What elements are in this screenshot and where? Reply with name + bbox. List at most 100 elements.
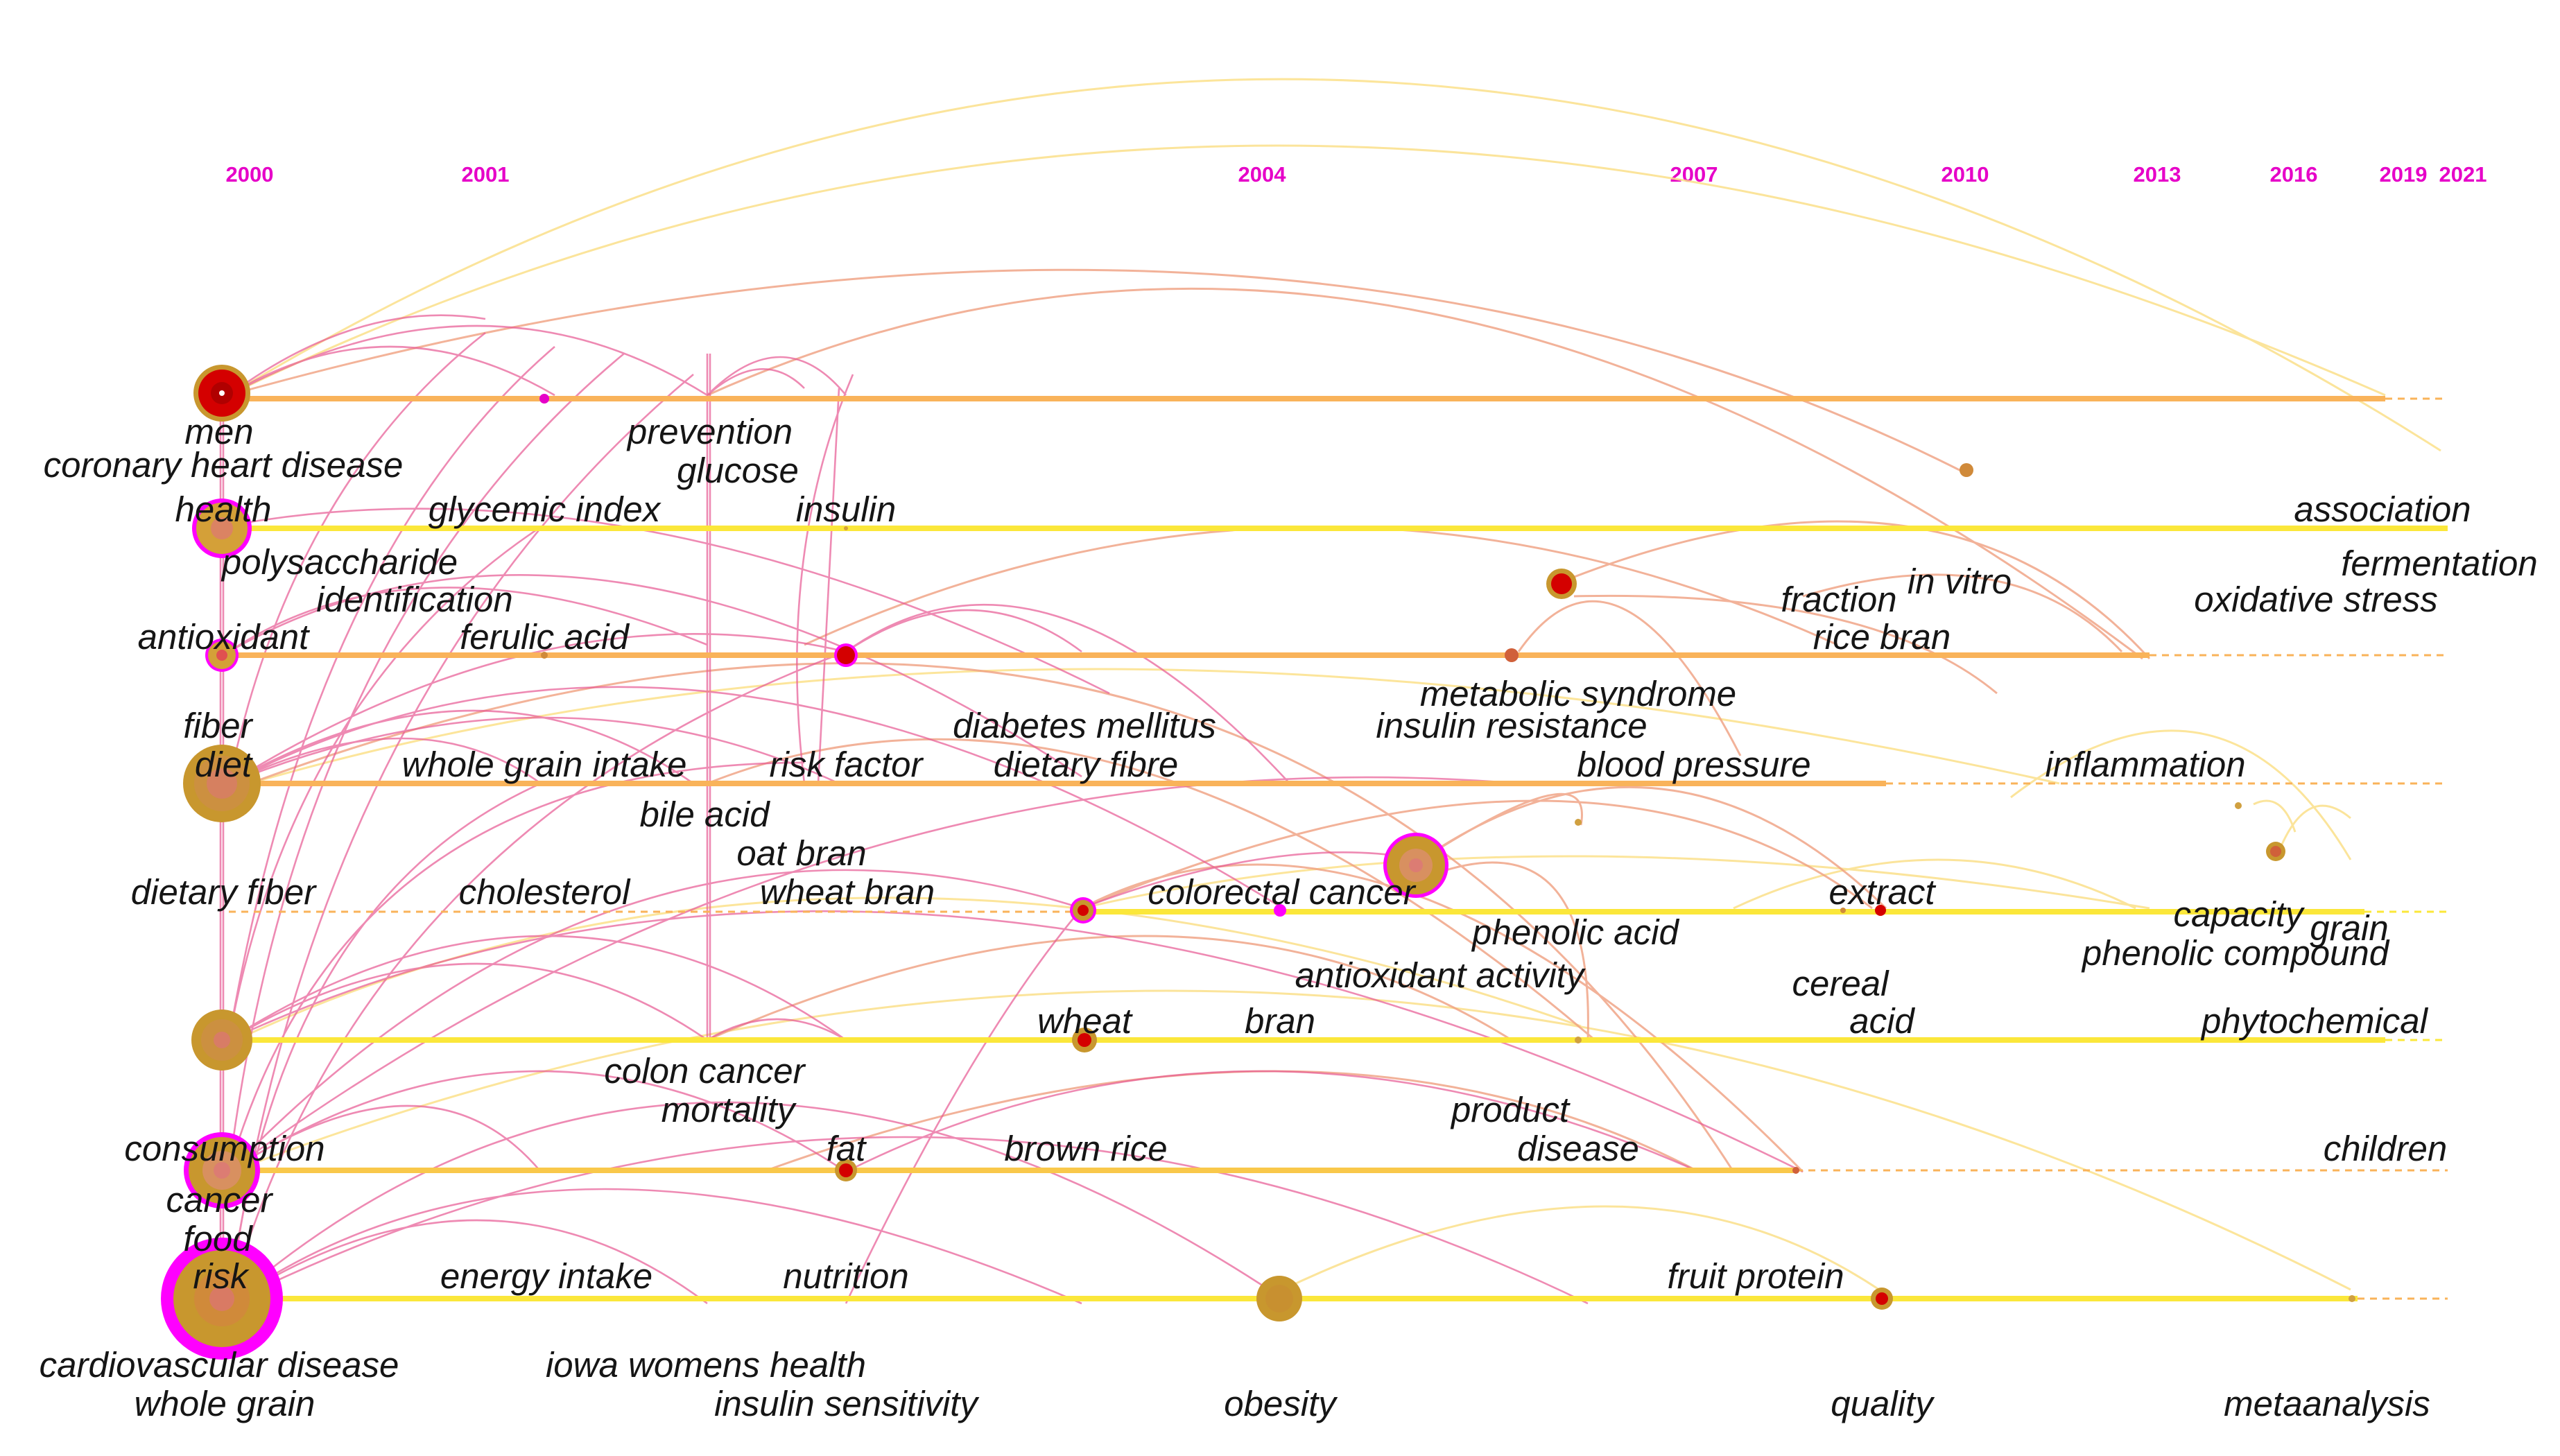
arcs-yellow (228, 78, 2441, 1291)
year-label: 2004 (1238, 162, 1287, 187)
connection-arc (249, 662, 1735, 1172)
keyword-label: insulin (796, 489, 897, 529)
connection-arc (228, 686, 1283, 910)
node-small (1840, 908, 1846, 913)
keyword-label: phenolic acid (1471, 912, 1679, 952)
node-ferulic-acid (541, 652, 548, 659)
keyword-label: cardiovascular disease (40, 1345, 399, 1385)
connection-arc (2253, 799, 2297, 833)
keyword-label: glucose (677, 451, 799, 490)
keyword-label: diabetes mellitus (953, 706, 1216, 745)
connection-arc (1517, 600, 1742, 756)
connection-arc (228, 910, 1804, 1173)
keyword-nodes (161, 365, 2355, 1360)
connection-arc (227, 331, 486, 784)
keyword-label: whole grain intake (401, 745, 686, 784)
keyword-label: phytochemical (2200, 1001, 2429, 1041)
connection-arc (228, 935, 847, 1041)
connection-arc (249, 668, 2060, 785)
connection-arc (228, 1070, 847, 1173)
connection-arc (228, 1101, 1290, 1305)
connection-arc (707, 935, 1512, 1041)
connection-arc (1559, 520, 2151, 660)
connection-arc (228, 268, 1963, 473)
keyword-label: glycemic index (429, 489, 661, 529)
keyword-label: inflammation (2045, 745, 2245, 784)
timeline-bands (229, 396, 2448, 1301)
year-label: 2001 (462, 162, 510, 187)
connection-arc (227, 346, 555, 1041)
keyword-label: bile acid (639, 795, 770, 834)
keyword-label: disease (1517, 1129, 1639, 1168)
keyword-label: rice bran (1813, 617, 1951, 657)
node-small (2349, 1295, 2355, 1302)
keyword-label: dietary fibre (994, 745, 1178, 784)
keyword-label: quality (1831, 1384, 1935, 1423)
node-metabolic-syndrome (1505, 648, 1519, 662)
keyword-label: ferulic acid (460, 617, 630, 657)
connection-arc (1081, 855, 2150, 910)
keyword-label: colorectal cancer (1148, 872, 1417, 912)
node-small (1575, 819, 1582, 826)
connection-arc (228, 314, 486, 397)
connection-arc (1573, 594, 1998, 695)
keyword-label: oat bran (736, 833, 866, 873)
keyword-label: metaanalysis (2224, 1384, 2430, 1423)
connection-arc (228, 1219, 708, 1305)
year-axis: 2000 2001 2004 2007 2010 2013 2016 2019 … (226, 162, 2487, 187)
connection-arc (228, 1188, 1082, 1305)
connection-arc (1435, 861, 1589, 1041)
connection-arc (228, 1136, 1589, 1305)
keyword-label: iowa womens health (546, 1345, 866, 1385)
keyword-label: product (1450, 1090, 1571, 1129)
connection-arc (817, 388, 840, 784)
keyword-label: wheat (1037, 1001, 1133, 1041)
connection-arc (1802, 573, 2123, 653)
connection-arc (845, 609, 1082, 653)
node-insulin (844, 526, 848, 530)
keyword-label: colon cancer (604, 1051, 806, 1091)
connection-arc (228, 869, 1082, 1172)
keyword-label: coronary heart disease (44, 445, 404, 485)
keyword-label: capacity (2173, 894, 2306, 934)
connection-arc (228, 345, 555, 397)
connection-arc (804, 526, 1838, 646)
connection-arc (228, 324, 708, 397)
connection-arc (2010, 729, 2352, 860)
keyword-label: wheat bran (760, 872, 935, 912)
node-prevention (539, 394, 549, 404)
keyword-label: obesity (1224, 1384, 1338, 1423)
keyword-label: mortality (661, 1090, 797, 1129)
keyword-label: acid (1849, 1001, 1915, 1041)
connection-arc (1421, 792, 1583, 861)
connection-arc (707, 287, 2143, 660)
keyword-label: fiber (183, 706, 253, 745)
connection-arc (228, 962, 708, 1041)
connection-arc (707, 368, 805, 396)
keyword-label: fermentation (2341, 544, 2538, 583)
year-label: 2019 (2380, 162, 2428, 187)
node-small (2235, 802, 2242, 809)
connection-arc (228, 144, 2386, 397)
year-label: 2021 (2439, 162, 2487, 187)
keyword-label: antioxidant (138, 617, 311, 657)
connection-arc (228, 1104, 542, 1173)
keyword-label: grain (2310, 908, 2388, 948)
keyword-label: health (175, 489, 272, 529)
keyword-label: men (184, 412, 253, 451)
keyword-label: consumption (124, 1129, 325, 1168)
connection-arc (227, 761, 805, 1172)
node-small (1792, 1167, 1799, 1174)
keyword-label: cereal (1792, 964, 1890, 1003)
keyword-label: risk factor (769, 745, 924, 784)
keyword-label: fraction (1781, 580, 1896, 619)
keyword-label: blood pressure (1577, 745, 1810, 784)
keyword-label: metabolic syndrome (1420, 674, 1736, 713)
keyword-label: food (183, 1219, 253, 1258)
connection-arc (228, 78, 2441, 452)
connection-arc (796, 374, 854, 784)
keyword-labels: men coronary heart disease prevention gl… (40, 412, 2538, 1423)
keyword-label: cancer (166, 1180, 273, 1220)
keyword-label: identification (316, 580, 513, 619)
